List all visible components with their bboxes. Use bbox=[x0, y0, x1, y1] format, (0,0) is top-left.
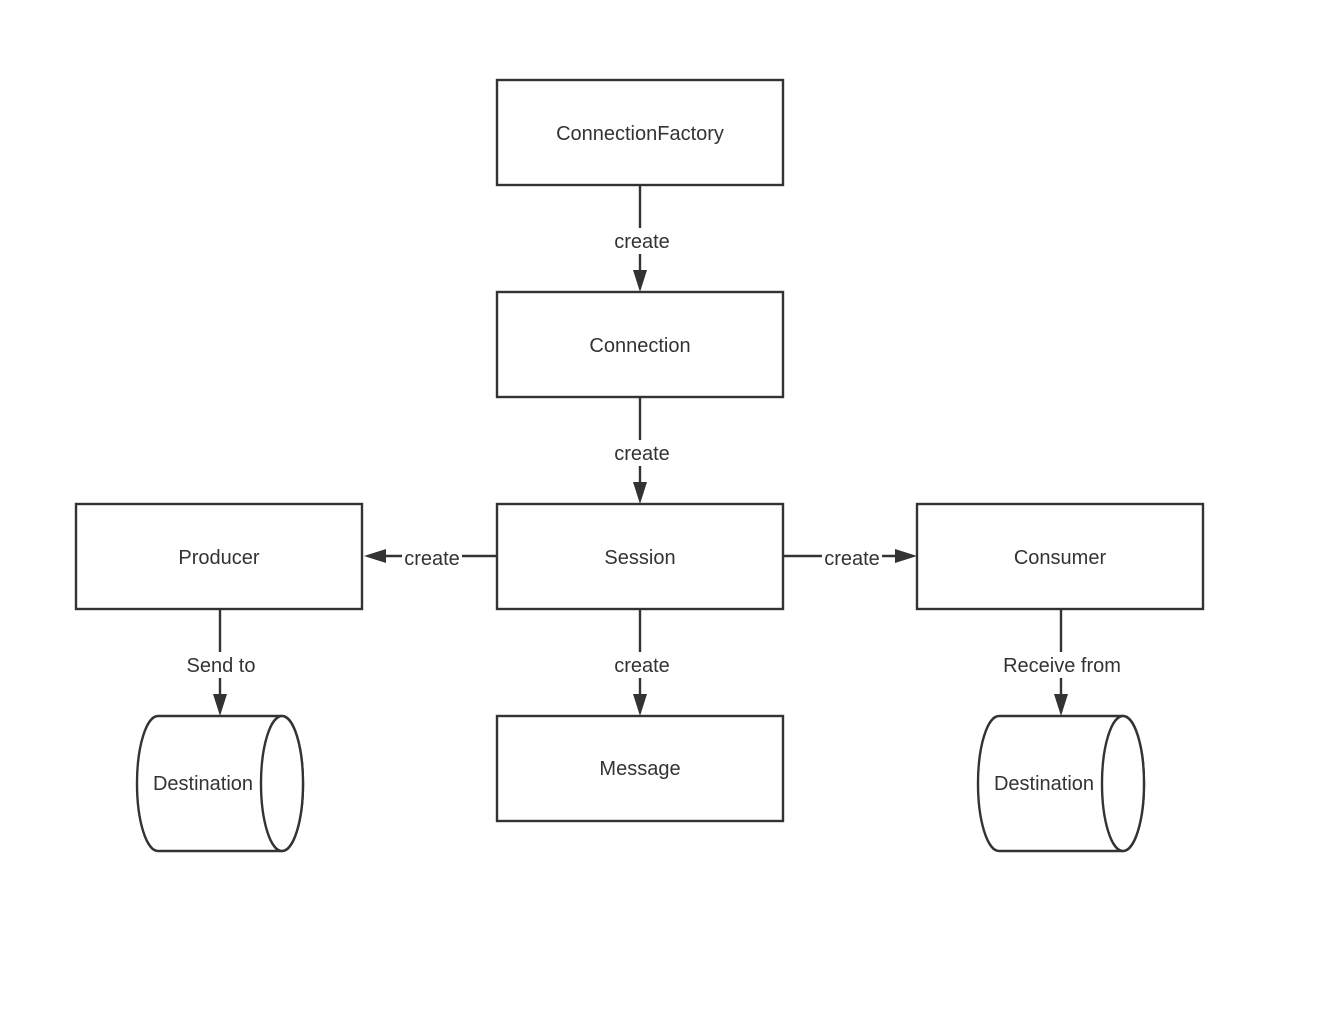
node-label: Connection bbox=[589, 335, 690, 357]
edge-connection-to-session: create bbox=[610, 397, 672, 504]
node-consumer: Consumer bbox=[915, 502, 1205, 611]
node-label: Message bbox=[599, 758, 680, 780]
edge-session-to-producer: create bbox=[364, 545, 497, 571]
edge-producer-to-destination: Send to bbox=[182, 609, 260, 716]
edge-label-create: create bbox=[824, 548, 880, 570]
arrow-head-icon bbox=[1054, 694, 1068, 716]
edge-label-receive-from: Receive from bbox=[1003, 655, 1121, 677]
node-label: ConnectionFactory bbox=[556, 123, 724, 145]
node-destination-receive: Destination bbox=[976, 714, 1146, 853]
cylinder-cap bbox=[259, 714, 305, 853]
edge-label-create: create bbox=[614, 655, 670, 677]
arrow-head-icon bbox=[633, 694, 647, 716]
arrow-head-icon bbox=[633, 482, 647, 504]
cylinder-cap bbox=[1100, 714, 1146, 853]
arrow-head-icon bbox=[364, 549, 386, 563]
node-label: Session bbox=[604, 547, 675, 569]
edge-factory-to-connection: create bbox=[610, 185, 672, 292]
arrow-head-icon bbox=[213, 694, 227, 716]
edge-consumer-to-destination: Receive from bbox=[998, 609, 1126, 716]
node-label: Producer bbox=[178, 547, 259, 569]
node-label: Destination bbox=[153, 773, 253, 795]
node-destination-send: Destination bbox=[135, 714, 305, 853]
edge-label-create: create bbox=[614, 443, 670, 465]
node-session: Session bbox=[495, 502, 785, 611]
node-producer: Producer bbox=[74, 502, 364, 611]
node-connection-factory: ConnectionFactory bbox=[495, 78, 785, 187]
node-label: Destination bbox=[994, 773, 1094, 795]
node-label: Consumer bbox=[1014, 547, 1107, 569]
edge-label-send-to: Send to bbox=[187, 655, 256, 677]
arrow-head-icon bbox=[895, 549, 917, 563]
edge-session-to-message: create bbox=[610, 609, 672, 716]
node-message: Message bbox=[495, 714, 785, 823]
arrow-head-icon bbox=[633, 270, 647, 292]
edge-label-create: create bbox=[404, 548, 460, 570]
edge-label-create: create bbox=[614, 231, 670, 253]
edge-session-to-consumer: create bbox=[783, 545, 917, 571]
node-connection: Connection bbox=[495, 290, 785, 399]
